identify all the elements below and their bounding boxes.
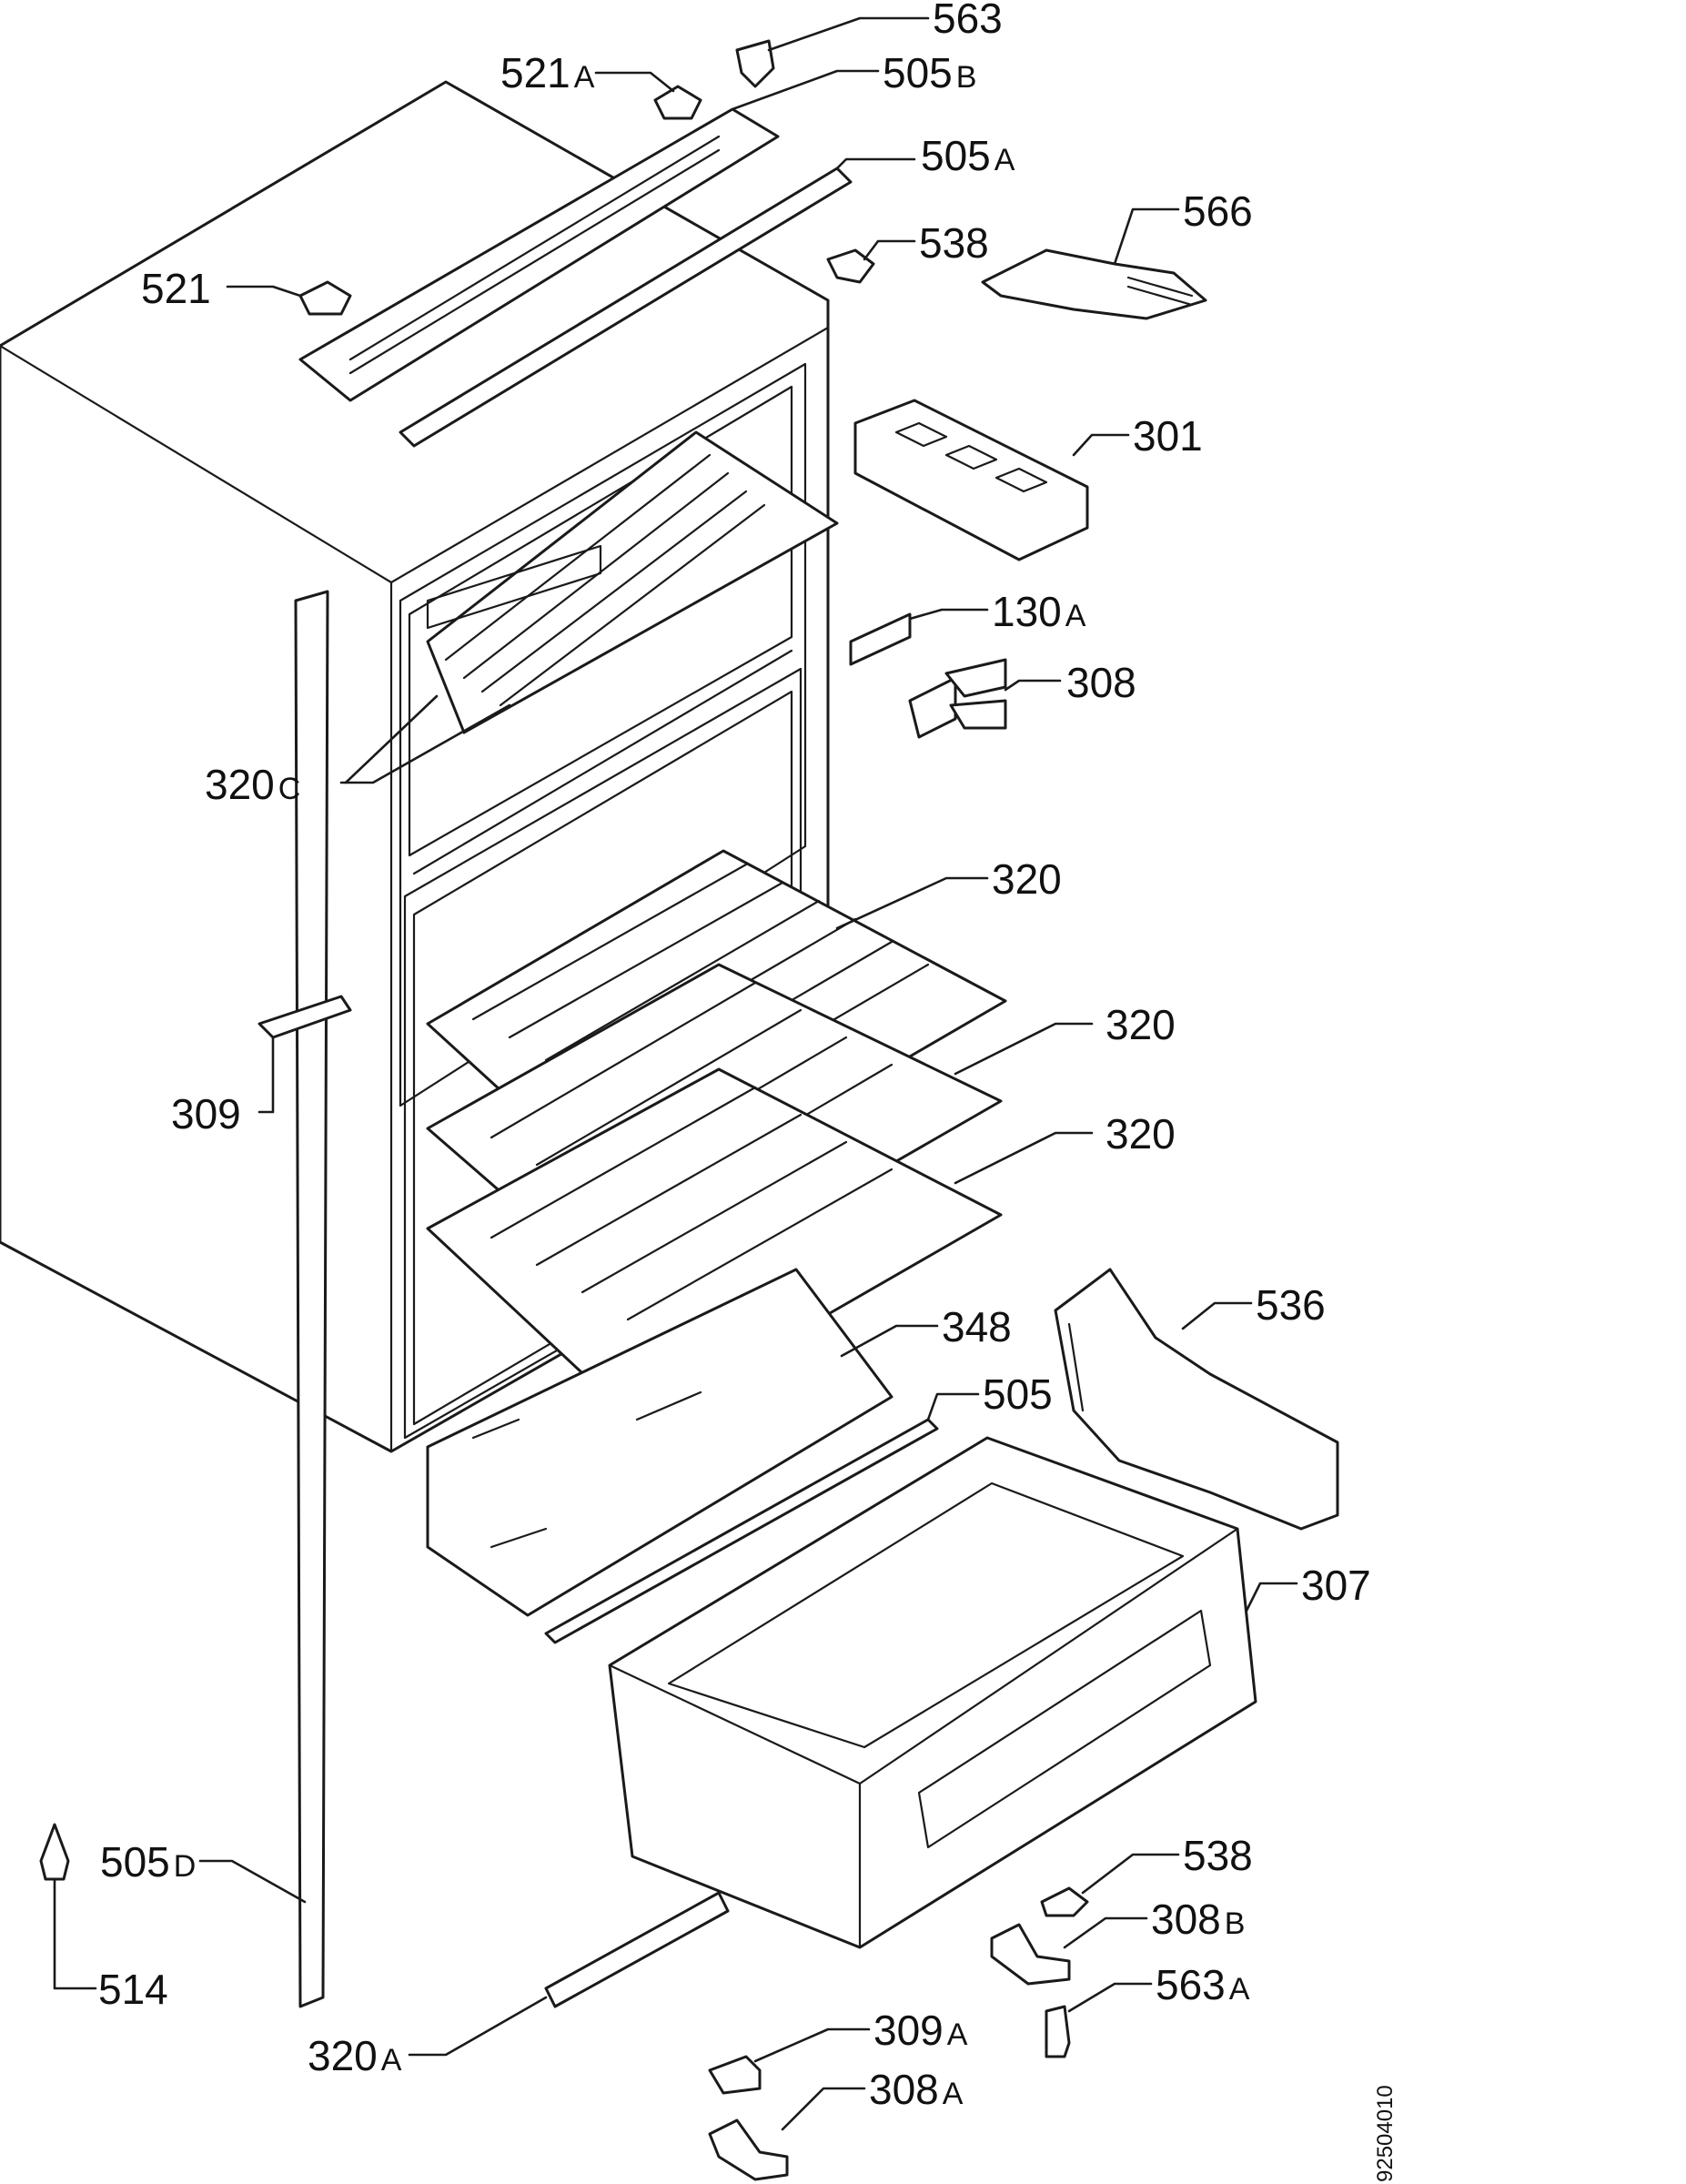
label-320-2: 320 bbox=[1105, 1001, 1176, 1048]
cap-521 bbox=[298, 280, 352, 316]
label-538-top: 538 bbox=[919, 219, 989, 267]
label-563: 563 bbox=[933, 0, 1003, 42]
document-number: 92504010 bbox=[1373, 2085, 1398, 2182]
label-308: 308 bbox=[1066, 659, 1136, 706]
crisper-drawer-307 bbox=[608, 1436, 1257, 1949]
wire-shelf-3 bbox=[426, 1067, 1003, 1426]
hinge-308 bbox=[908, 658, 1007, 739]
label-309: 309 bbox=[171, 1090, 241, 1138]
screw-563a bbox=[1045, 2005, 1071, 2058]
cap-521a bbox=[653, 85, 702, 120]
label-521: 521 bbox=[141, 265, 211, 312]
guide-320a bbox=[544, 1891, 730, 2008]
stop-538-top bbox=[826, 248, 875, 284]
glass-shelf-348 bbox=[426, 1268, 893, 1617]
label-566: 566 bbox=[1183, 187, 1253, 235]
leader-lines bbox=[53, 16, 1298, 2131]
cap-309a bbox=[708, 2055, 762, 2095]
bracket-308b bbox=[990, 1923, 1071, 1986]
label-505: 505 bbox=[983, 1370, 1053, 1418]
handle-309 bbox=[257, 995, 352, 1039]
bracket-308a bbox=[708, 2118, 789, 2181]
freezer-shelf-320c bbox=[426, 430, 839, 734]
door-gasket-505d bbox=[294, 590, 329, 2008]
cap-563 bbox=[735, 39, 775, 88]
label-320-1: 320 bbox=[992, 855, 1062, 903]
strip-505 bbox=[544, 1418, 939, 1644]
label-538-bottom: 538 bbox=[1183, 1832, 1253, 1879]
label-536: 536 bbox=[1256, 1281, 1326, 1329]
foot-514 bbox=[39, 1823, 70, 1881]
label-301: 301 bbox=[1133, 412, 1203, 460]
lamp-cover-130a bbox=[849, 612, 912, 666]
ice-tray-301 bbox=[853, 399, 1089, 561]
top-hinge-plate-505b bbox=[298, 107, 780, 402]
label-348: 348 bbox=[942, 1303, 1012, 1350]
stop-538-bottom bbox=[1040, 1886, 1089, 1917]
top-strip-505a bbox=[399, 167, 853, 448]
door-shelf-536 bbox=[1054, 1268, 1339, 1531]
ice-scraper-566 bbox=[981, 248, 1207, 320]
label-307: 307 bbox=[1301, 1562, 1371, 1609]
label-514: 514 bbox=[98, 1966, 168, 2013]
label-320-3: 320 bbox=[1105, 1110, 1176, 1158]
